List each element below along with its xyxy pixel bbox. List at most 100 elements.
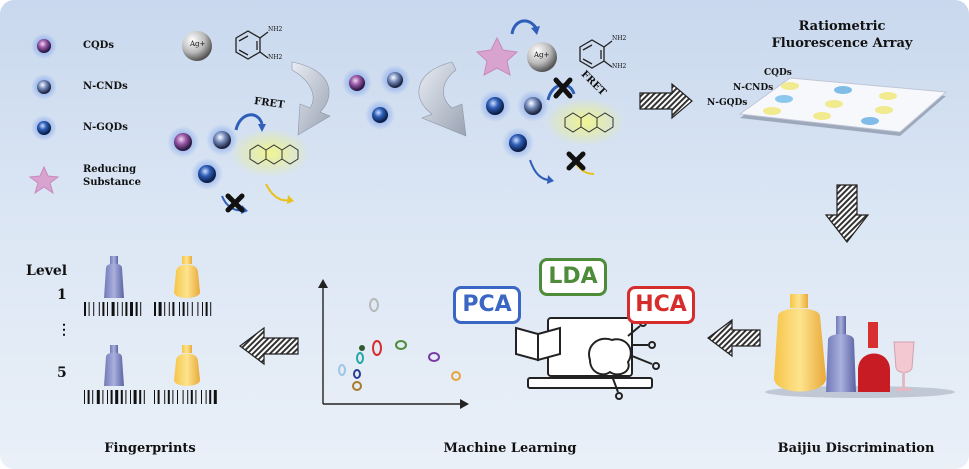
barcode-bar — [143, 390, 145, 404]
barcode-bar — [102, 302, 105, 316]
cluster-darkgreen — [359, 345, 365, 351]
barcode-bar — [205, 390, 207, 404]
array-spot-7 — [763, 107, 781, 115]
arrow-to-array — [639, 82, 693, 120]
legend-cqd-dot-icon — [31, 33, 57, 59]
barcode-bar — [139, 390, 142, 404]
arrow-down-to-baijiu — [824, 184, 870, 243]
barcode-bar — [121, 302, 123, 316]
barcode-bar — [107, 302, 108, 316]
machine-learning-caption: Machine Learning — [443, 441, 577, 456]
array-spot-3 — [879, 92, 897, 100]
barcode-bar — [110, 390, 113, 404]
barcode-bar — [164, 302, 166, 316]
array-spot-6 — [875, 106, 893, 114]
left-dap-molecule-icon — [249, 144, 299, 165]
array-title-line2: Fluorescence Array — [771, 36, 913, 51]
barcode-bar — [133, 390, 137, 404]
barcode-bar — [92, 390, 94, 404]
barcode-bar — [115, 390, 119, 404]
barcode-bar — [205, 302, 208, 316]
hca-box: HCA — [627, 286, 695, 324]
barcode-bar — [125, 390, 127, 404]
barcode-bar — [125, 302, 128, 316]
left-cqd-dot — [167, 126, 199, 158]
fingerprint-barcodes — [84, 302, 217, 404]
right-silver-ion-sphere-icon — [527, 42, 557, 72]
cluster-orange — [451, 371, 461, 381]
right-blue-emission-arrow — [529, 159, 551, 181]
legend-cqd-label: CQDs — [83, 40, 114, 51]
barcode-bar — [135, 302, 138, 316]
cluster-lightblue — [338, 364, 346, 376]
baijiu-bottles-illustration — [765, 294, 955, 398]
right-reduction-arrow — [510, 19, 538, 35]
barcode-bar — [158, 302, 162, 316]
right-ncnd-dot — [517, 90, 549, 122]
right-fret-block-cross-icon — [553, 77, 573, 99]
barcode-bar — [130, 302, 133, 316]
barcode-bar — [187, 390, 189, 404]
legend-reducing-star-icon — [28, 165, 60, 195]
barcode-bar — [209, 390, 212, 404]
right-reduction-arrowhead — [531, 26, 540, 35]
computer-brain-icon — [515, 317, 660, 400]
barcode-bar — [87, 390, 90, 404]
array-spot-5 — [825, 100, 843, 108]
right-opd-molecule-icon — [579, 39, 613, 69]
cluster-red — [372, 340, 382, 356]
array-title-line1: Ratiometric — [798, 19, 886, 34]
array-spot-8 — [813, 112, 831, 120]
pca-box: PCA — [453, 286, 521, 324]
barcode-bar — [182, 390, 184, 404]
legend-reducing-label-line2: Substance — [83, 177, 141, 188]
barcode-bar — [190, 390, 193, 404]
fingerprint-level-5: 5 — [57, 365, 67, 381]
barcode-bar — [154, 302, 156, 316]
cluster-grey — [369, 298, 379, 312]
barcode-bar — [98, 302, 100, 316]
left-fret-glow — [230, 129, 310, 177]
silver-ion-label: Ag+ — [190, 40, 206, 48]
right-cqd-dot — [479, 90, 511, 122]
barcode-bar — [179, 302, 180, 316]
left-yellow-emission-arrow — [265, 183, 291, 202]
left-fret-arrowhead — [258, 124, 266, 132]
barcode-bar — [130, 390, 131, 404]
right-yellow-block-cross-icon — [566, 151, 586, 171]
amine-label-bottom: NH2 — [268, 54, 283, 61]
fingerprint-level-ellipsis: ⋮ — [57, 322, 71, 338]
barcode-bar — [201, 390, 202, 404]
barcode-bar — [96, 390, 100, 404]
center-ngqd-dot — [365, 100, 395, 130]
barcode-bar — [102, 390, 104, 404]
barcode-bar — [197, 302, 199, 316]
left-block-cross-icon — [225, 193, 245, 213]
barcode-bar — [182, 302, 185, 316]
cluster-brown — [352, 381, 362, 391]
barcode-bar — [154, 390, 155, 404]
legend-ncnd-label: N-CNDs — [83, 81, 128, 92]
left-ncnd-dot — [206, 124, 238, 156]
barcode-bar — [140, 302, 142, 316]
barcode-bar — [172, 302, 175, 316]
barcode-bar — [107, 390, 108, 404]
curved-arrow-left — [291, 61, 331, 136]
barcode-bar — [168, 302, 170, 316]
lda-box: LDA — [539, 258, 607, 296]
legend-ngqd-dot-icon — [31, 115, 57, 141]
barcode-bar — [187, 302, 189, 316]
barcode-bar — [84, 302, 86, 316]
fingerprints-caption: Fingerprints — [104, 441, 196, 456]
array-row-ncnds: N-CNDs — [733, 83, 774, 93]
left-fret-arrow — [234, 113, 264, 131]
legend-ncnd-dot-icon — [31, 74, 57, 100]
barcode-bar — [84, 390, 85, 404]
arrow-to-machine-learning — [707, 318, 761, 358]
barcode-bar — [164, 390, 166, 404]
barcode-bar — [202, 302, 203, 316]
fingerprint-level-heading: Level — [26, 263, 68, 279]
array-spot-4 — [775, 95, 793, 103]
right-silver-ion-label: Ag+ — [534, 51, 550, 59]
barcode-bar — [177, 390, 178, 404]
